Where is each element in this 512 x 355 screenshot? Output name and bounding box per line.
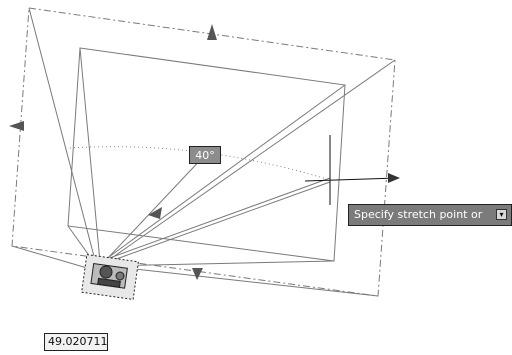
field-of-view-frustum xyxy=(11,7,396,297)
grip-arrow-bottom[interactable] xyxy=(192,268,203,280)
camera-icon[interactable] xyxy=(81,254,139,300)
grip-arrow-top[interactable] xyxy=(207,24,217,40)
command-prompt-tooltip: Specify stretch point or ▾ xyxy=(348,204,512,226)
grip-arrow-middle[interactable] xyxy=(148,207,162,219)
down-arrow-icon[interactable]: ▾ xyxy=(496,209,507,220)
crosshair-cursor xyxy=(304,135,400,205)
lens-angle-arc xyxy=(69,146,331,181)
angle-tooltip: 40° xyxy=(189,146,221,164)
command-prompt-text: Specify stretch point or xyxy=(354,208,483,221)
coordinate-input[interactable]: 49.020711 xyxy=(44,333,108,351)
grip-arrow-left[interactable] xyxy=(9,121,24,131)
